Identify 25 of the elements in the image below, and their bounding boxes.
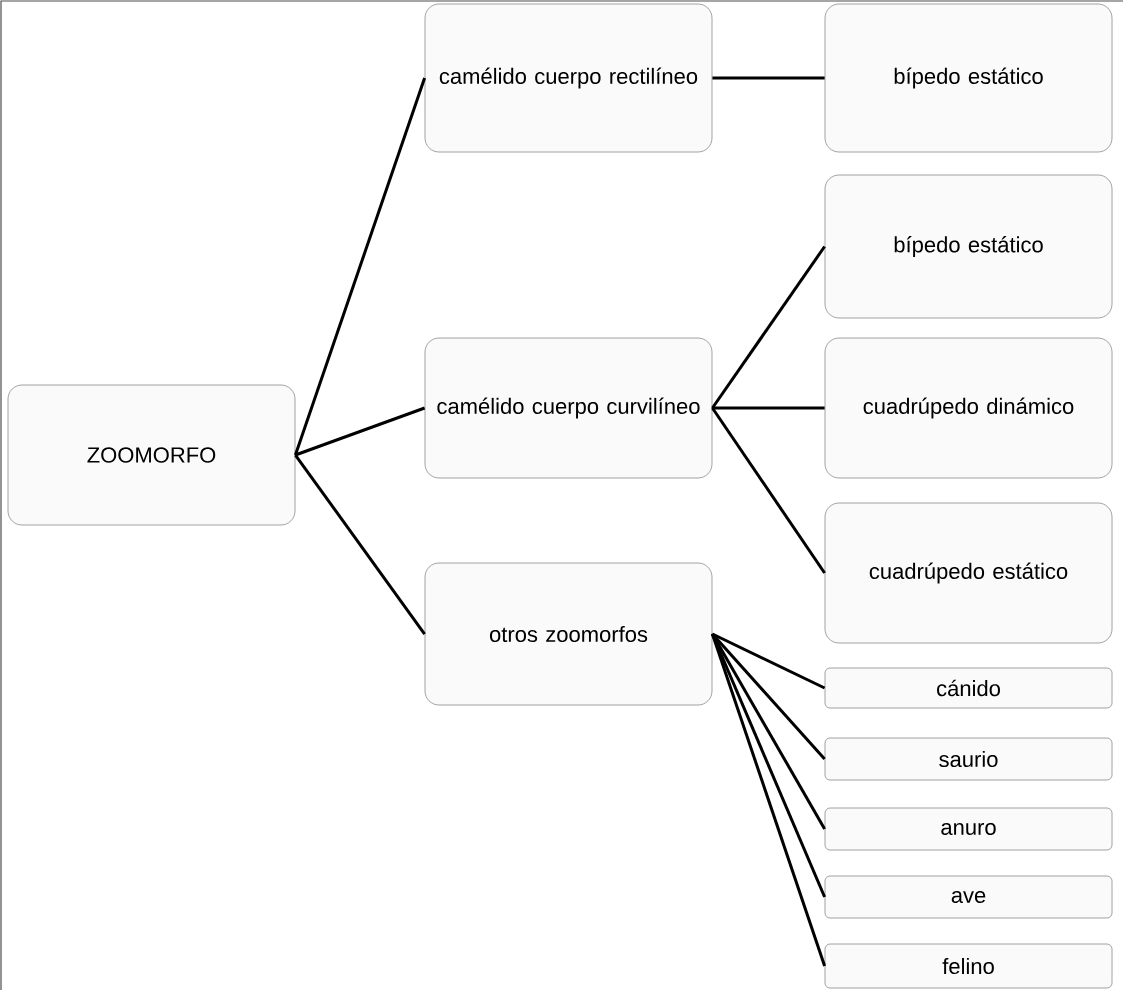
connector-line (294, 406, 426, 457)
connector-line (711, 633, 826, 898)
category-box: camélido cuerpo curvilíneo (424, 337, 713, 479)
connector-line (711, 633, 826, 830)
category-box: otros zoomorfos (424, 562, 713, 706)
category-box: ZOOMORFO (7, 384, 296, 526)
connector-line (294, 77, 427, 456)
connector-line (294, 454, 426, 635)
connector-line (711, 632, 826, 690)
category-box: bípedo estático (824, 3, 1113, 153)
category-box: saurio (824, 737, 1113, 781)
connector-line (711, 633, 827, 967)
category-box: bípedo estático (824, 174, 1113, 319)
category-box: ave (824, 875, 1113, 919)
connector-line (712, 76, 825, 80)
category-box: cuadrúpedo dinámico (824, 337, 1113, 479)
category-box: camélido cuerpo rectilíneo (424, 3, 713, 153)
category-box: cánido (824, 667, 1113, 709)
connector-line (711, 407, 826, 574)
category-box: felino (824, 943, 1113, 989)
connector-line (711, 633, 826, 760)
connector-line (712, 406, 825, 410)
category-box: anuro (824, 807, 1113, 851)
category-box: cuadrúpedo estático (824, 502, 1113, 644)
connector-line (711, 245, 826, 409)
